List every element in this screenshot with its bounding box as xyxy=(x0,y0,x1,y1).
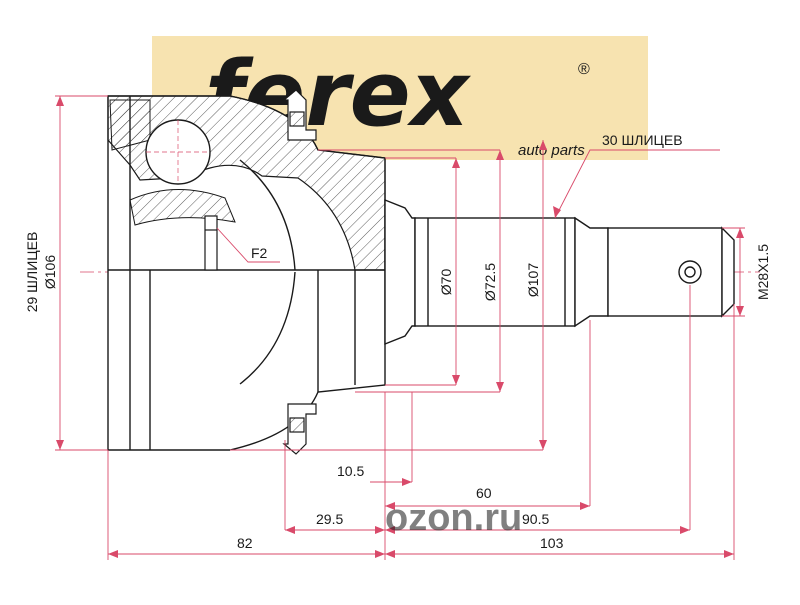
arrowheads xyxy=(56,96,744,558)
outer-splines-label: 30 ШЛИЦЕВ xyxy=(602,132,683,148)
inner-splines-label: 29 ШЛИЦЕВ xyxy=(24,232,40,313)
diameter-dimensions xyxy=(55,95,745,451)
d107-label: Ø107 xyxy=(525,263,541,297)
registered-mark: ® xyxy=(578,61,590,78)
length-dimensions xyxy=(107,285,735,560)
dim-29-5: 29.5 xyxy=(316,511,343,527)
f2-label: F2 xyxy=(251,245,268,261)
inner-race xyxy=(204,215,218,271)
boot-clamp-bottom xyxy=(282,403,317,455)
stub-shaft xyxy=(384,198,735,346)
d70-label: Ø70 xyxy=(438,269,454,296)
watermark-text: ozon.ru xyxy=(385,497,522,539)
dim-103: 103 xyxy=(540,535,564,551)
ball-bearing xyxy=(145,119,211,185)
dim-10-5: 10.5 xyxy=(337,463,364,479)
inner-diameter-label: Ø106 xyxy=(42,255,58,289)
dim-60: 60 xyxy=(476,485,492,501)
boot-clamp-top xyxy=(282,89,317,141)
thread-label: M28X1.5 xyxy=(755,244,771,300)
dim-90-5: 90.5 xyxy=(522,511,549,527)
watermark: ozon.ru xyxy=(385,497,522,539)
d725-label: Ø72.5 xyxy=(482,263,498,301)
logo-tagline: auto parts xyxy=(518,142,585,159)
leader-lines xyxy=(216,149,720,263)
dim-82: 82 xyxy=(237,535,253,551)
